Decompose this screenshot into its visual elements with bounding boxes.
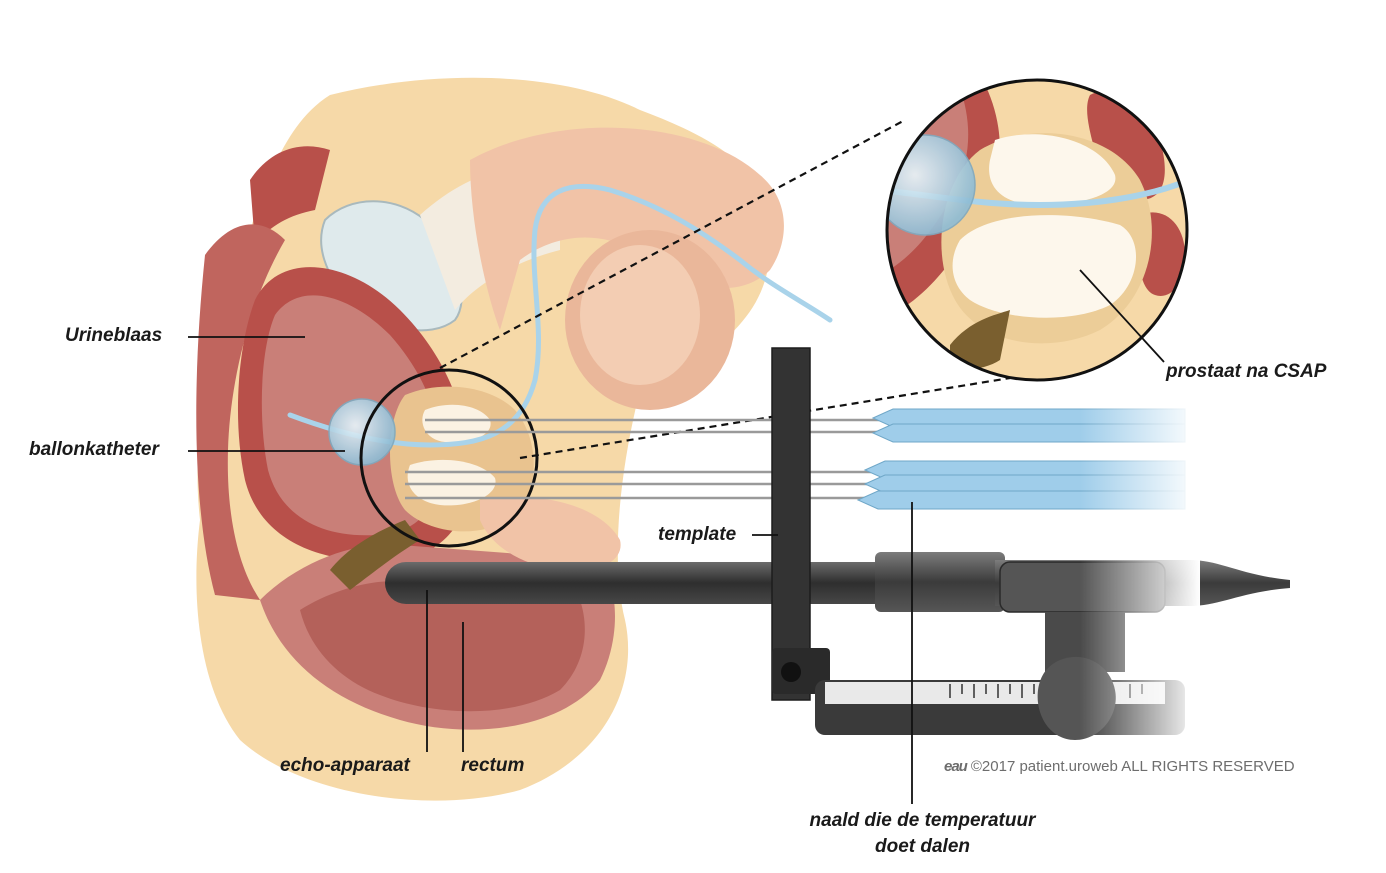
copyright-notice: eau©2017 patient.uroweb ALL RIGHTS RESER… xyxy=(944,758,1295,775)
magnifier-circle xyxy=(359,368,539,548)
rectum-lining xyxy=(300,581,585,712)
label-template: template xyxy=(658,524,737,545)
label-ultrasound-probe: echo-apparaat xyxy=(280,755,410,776)
leader-lines xyxy=(188,269,1165,804)
abdominal-muscle xyxy=(250,146,330,245)
eau-logo: eau xyxy=(944,758,968,775)
pelvic-anatomy xyxy=(196,77,784,801)
copyright-text: ©2017 patient.uroweb ALL RIGHTS RESERVED xyxy=(970,758,1295,775)
zoom-line-bottom xyxy=(519,376,1011,460)
leader-prostate-after xyxy=(1079,269,1165,363)
label-prostate-after-csap: prostaat na CSAP xyxy=(1166,361,1327,382)
label-bladder: Urineblaas xyxy=(65,325,163,346)
rectal-content xyxy=(330,520,420,590)
inset-ice-lower xyxy=(952,215,1137,318)
testis-highlight xyxy=(580,245,700,385)
probe-collar xyxy=(875,552,1005,612)
zoom-inset-border xyxy=(885,78,1189,382)
pelvic-wall xyxy=(196,224,285,600)
label-rectum: rectum xyxy=(461,755,525,776)
template-bar xyxy=(771,347,811,701)
inset-balloon xyxy=(887,134,976,236)
inset-ice-upper xyxy=(989,134,1116,205)
urethral-catheter xyxy=(287,183,833,448)
clamp-screw xyxy=(781,662,801,682)
label-cooling-needle-line1: naald die de temperatuur xyxy=(809,810,1036,831)
label-balloon-catheter: ballonkatheter xyxy=(29,439,159,460)
ultrasound-probe-rod xyxy=(385,562,905,604)
device-fade xyxy=(1080,400,1200,750)
inset-rectal-content xyxy=(950,310,1010,370)
label-cooling-needle-line2: doet dalen xyxy=(874,836,970,857)
template-clamp xyxy=(772,648,830,694)
zoom-line-top xyxy=(439,119,906,369)
